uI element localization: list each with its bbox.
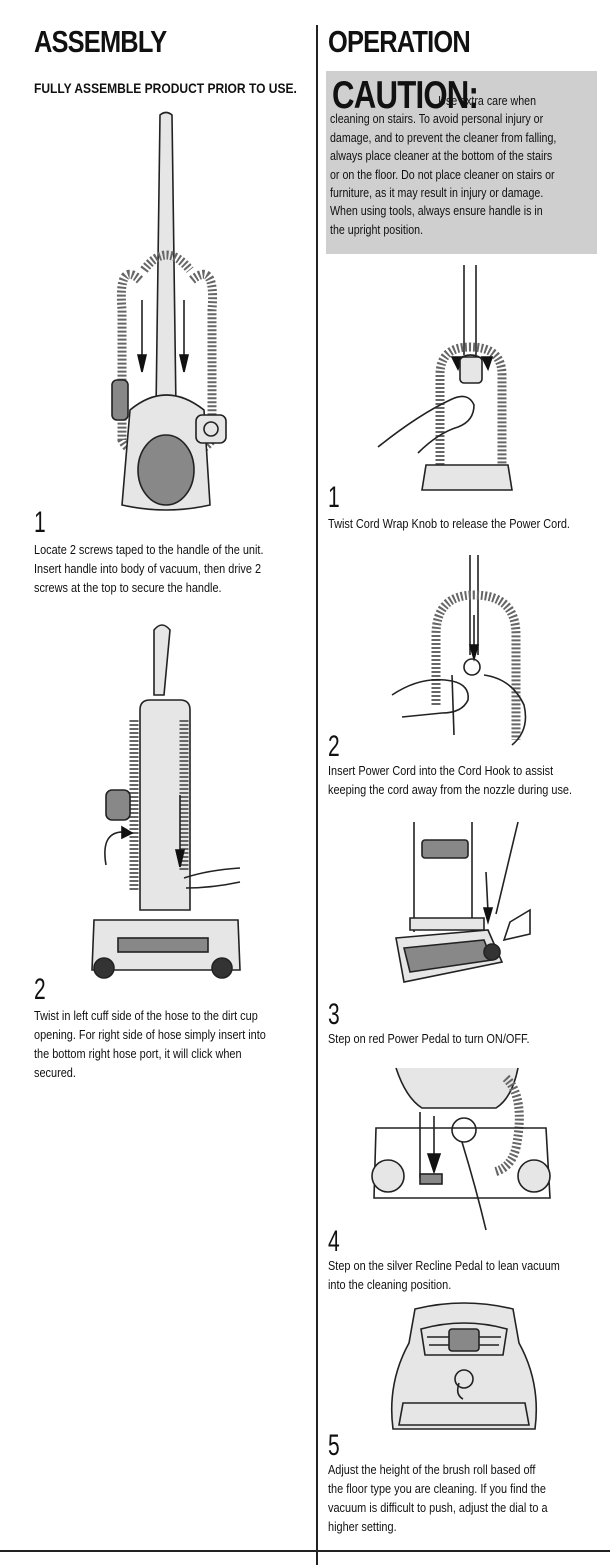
text-line: Locate 2 screws taped to the handle of t… (34, 540, 303, 559)
column-divider (316, 25, 318, 1565)
operation-step5-illustration (385, 1303, 543, 1439)
bottom-rule (0, 1550, 610, 1552)
text-line: keeping the cord away from the nozzle du… (328, 780, 610, 799)
text-line: screws at the top to secure the handle. (34, 578, 303, 597)
text-line: damage, and to prevent the cleaner from … (330, 129, 592, 147)
operation-step1-number: 1 (328, 483, 340, 513)
assembly-heading: ASSEMBLY (34, 24, 166, 60)
caution-text: Use extra care when cleaning on stairs. … (330, 92, 592, 239)
text-line: higher setting. (328, 1517, 610, 1536)
assembly-step1-text: Locate 2 screws taped to the handle of t… (34, 540, 303, 597)
operation-step2-text: Insert Power Cord into the Cord Hook to … (328, 761, 610, 799)
operation-step3-number: 3 (328, 1000, 340, 1030)
text-line: vacuum is difficult to push, adjust the … (328, 1498, 610, 1517)
operation-heading: OPERATION (328, 24, 470, 60)
operation-step4-number: 4 (328, 1227, 340, 1257)
text-line: furniture, as it may result in injury or… (330, 184, 592, 202)
operation-step5-text: Adjust the height of the brush roll base… (328, 1460, 610, 1536)
operation-step1-text: Twist Cord Wrap Knob to release the Powe… (328, 514, 610, 533)
text-line: the floor type you are cleaning. If you … (328, 1479, 610, 1498)
operation-step3-text: Step on red Power Pedal to turn ON/OFF. (328, 1029, 610, 1048)
text-line: the bottom right hose port, it will clic… (34, 1044, 303, 1063)
assembly-step2-number: 2 (34, 975, 46, 1005)
text-line: Insert Power Cord into the Cord Hook to … (328, 761, 610, 780)
text-line: Twist Cord Wrap Knob to release the Powe… (328, 514, 610, 533)
operation-step4-illustration (366, 1068, 556, 1233)
text-line: Step on the silver Recline Pedal to lean… (328, 1256, 610, 1275)
text-line: or on the floor. Do not place cleaner on… (330, 166, 592, 184)
text-line: cleaning on stairs. To avoid personal in… (330, 110, 592, 128)
assembly-subtitle: FULLY ASSEMBLE PRODUCT PRIOR TO USE. (34, 80, 297, 96)
text-line: Adjust the height of the brush roll base… (328, 1460, 610, 1479)
assembly-step1-number: 1 (34, 508, 46, 538)
assembly-step2-text: Twist in left cuff side of the hose to t… (34, 1006, 303, 1082)
text-line: always place cleaner at the bottom of th… (330, 147, 592, 165)
assembly-step1-illustration (100, 110, 240, 515)
text-line: Insert handle into body of vacuum, then … (34, 559, 303, 578)
text-line: into the cleaning position. (328, 1275, 610, 1294)
operation-step2-illustration (392, 555, 542, 745)
operation-step4-text: Step on the silver Recline Pedal to lean… (328, 1256, 610, 1294)
operation-step1-illustration (378, 265, 538, 495)
text-line: opening. For right side of hose simply i… (34, 1025, 303, 1044)
text-line: Use extra care when (330, 92, 592, 110)
text-line: the upright position. (330, 221, 592, 239)
operation-step2-number: 2 (328, 732, 340, 762)
text-line: secured. (34, 1063, 303, 1082)
text-line: Step on red Power Pedal to turn ON/OFF. (328, 1029, 610, 1048)
assembly-step2-illustration (88, 620, 248, 985)
text-line: When using tools, always ensure handle i… (330, 202, 592, 220)
operation-step3-illustration (392, 822, 542, 1002)
operation-step5-number: 5 (328, 1431, 340, 1461)
text-line: Twist in left cuff side of the hose to t… (34, 1006, 303, 1025)
